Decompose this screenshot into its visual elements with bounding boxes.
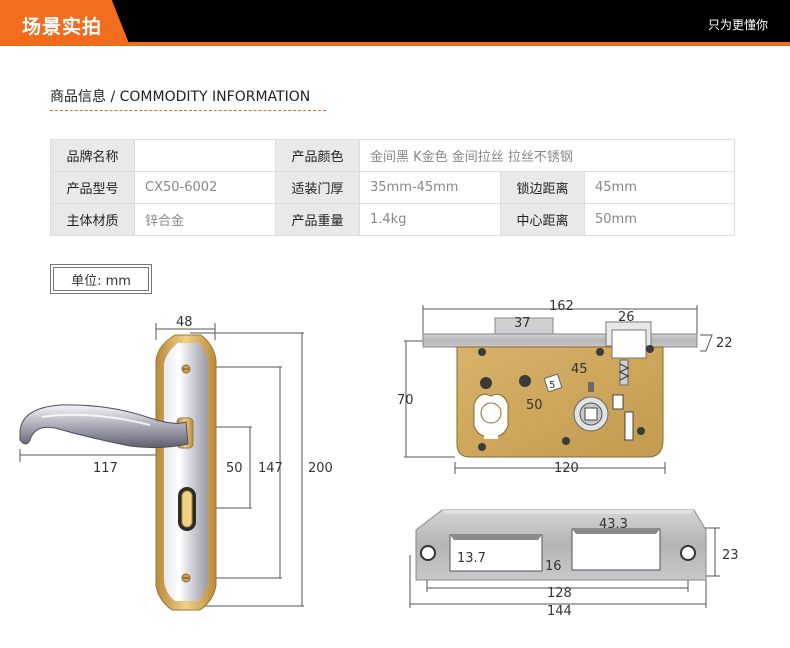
dim-lock-latch-width: 26 bbox=[618, 310, 635, 325]
section-title: 商品信息 / COMMODITY INFORMATION bbox=[50, 89, 311, 105]
spec-label: 品牌名称 bbox=[50, 139, 135, 172]
lock-case bbox=[456, 346, 664, 458]
strike-plate-drawing: 13.7 43.3 16 128 144 23 bbox=[409, 509, 739, 619]
dim-lock-height: 70 bbox=[397, 393, 414, 408]
dim-lock-backset: 45 bbox=[571, 362, 588, 377]
dim-handle-lever: 117 bbox=[93, 461, 118, 476]
strike-hole bbox=[420, 545, 436, 561]
spec-label: 产品重量 bbox=[275, 203, 360, 236]
spec-value: 锌合金 bbox=[134, 203, 276, 236]
lock-faceplate bbox=[422, 333, 698, 348]
table-row: 产品型号 CX50-6002 适装门厚 35mm-45mm 锁边距离 45mm bbox=[50, 171, 735, 204]
dim-handle-height: 200 bbox=[308, 461, 333, 476]
dim-strike-height: 23 bbox=[722, 548, 739, 563]
table-row: 主体材质 锌合金 产品重量 1.4kg 中心距离 50mm bbox=[50, 203, 735, 236]
dim-strike-hole-spacing: 128 bbox=[547, 586, 572, 601]
header-bar: 场景实拍 只为更懂你 bbox=[0, 0, 790, 46]
spec-value: 1.4kg bbox=[359, 203, 501, 236]
lock-body-drawing: 5 162 37 26 22 70 45 50 120 bbox=[397, 299, 733, 476]
strike-hole bbox=[680, 545, 696, 561]
spec-value: 50mm bbox=[584, 203, 735, 236]
dim-lock-latch-offset: 37 bbox=[514, 316, 531, 331]
spec-value: CX50-6002 bbox=[134, 171, 276, 204]
dim-handle-width: 48 bbox=[176, 315, 193, 330]
spec-label: 适装门厚 bbox=[275, 171, 360, 204]
unit-box: 单位: mm bbox=[50, 264, 152, 294]
spec-table: 品牌名称 产品颜色 金间黑 K金色 金间拉丝 拉丝不锈钢 产品型号 CX50-6… bbox=[50, 139, 735, 236]
section-underline bbox=[50, 110, 326, 111]
lock-marking: 5 bbox=[549, 380, 555, 391]
dim-strike-gap: 16 bbox=[545, 559, 562, 574]
dim-strike-length: 144 bbox=[547, 604, 572, 619]
dim-strike-slot: 43.3 bbox=[599, 517, 628, 532]
spec-label: 锁边距离 bbox=[500, 171, 585, 204]
handle-drawing: 48 117 50 147 200 bbox=[19, 315, 333, 611]
dim-handle-screws: 147 bbox=[258, 461, 283, 476]
header-tab bbox=[0, 0, 130, 46]
spec-label: 主体材质 bbox=[50, 203, 135, 236]
spec-value: 金间黑 K金色 金间拉丝 拉丝不锈钢 bbox=[359, 139, 735, 172]
header-title: 场景实拍 bbox=[22, 16, 103, 38]
dim-lock-center: 50 bbox=[526, 398, 543, 413]
unit-label: 单位: mm bbox=[53, 267, 149, 291]
spec-label: 中心距离 bbox=[500, 203, 585, 236]
dim-lock-length: 162 bbox=[549, 299, 574, 314]
header-slogan: 只为更懂你 bbox=[707, 18, 768, 32]
spec-label: 产品型号 bbox=[50, 171, 135, 204]
spec-value: 45mm bbox=[584, 171, 735, 204]
strike-slot-right bbox=[571, 528, 661, 571]
table-row: 品牌名称 产品颜色 金间黑 K金色 金间拉丝 拉丝不锈钢 bbox=[50, 139, 735, 172]
dim-lock-faceplate: 22 bbox=[716, 336, 733, 351]
header-stripe bbox=[0, 42, 790, 46]
dim-strike-height-inner: 13.7 bbox=[457, 551, 486, 566]
dim-lock-body: 120 bbox=[554, 461, 579, 476]
dim-handle-center: 50 bbox=[226, 461, 243, 476]
